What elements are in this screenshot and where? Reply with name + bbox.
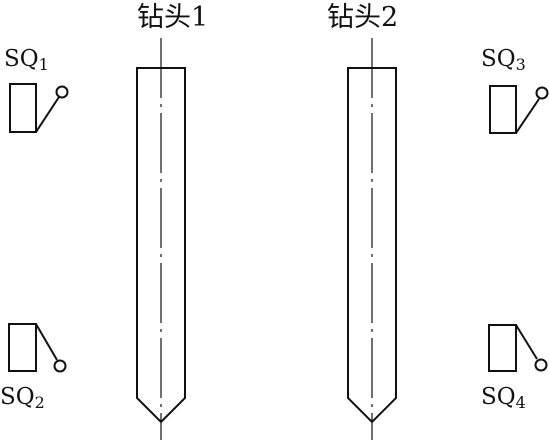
limit-switch-sq3: [489, 85, 549, 134]
limit-switch-sq1-body: [9, 83, 37, 133]
drill-bit-2: [347, 38, 397, 440]
sq2-label-index: 2: [34, 393, 45, 412]
drill-bit-2-body: [347, 67, 397, 424]
limit-switch-sq2-lever: [35, 323, 58, 361]
limit-switch-sq2: [8, 323, 67, 373]
drill-2-label: 钻头2: [327, 2, 399, 33]
drill-1-label: 钻头1: [137, 2, 209, 33]
sq3-label: SQ3: [481, 48, 526, 73]
sq3-label-index: 3: [515, 55, 526, 74]
limit-switch-sq3-body: [489, 85, 517, 134]
limit-switch-sq2-roller: [53, 359, 67, 373]
drill-bit-1: [136, 38, 186, 440]
limit-switch-sq2-body: [8, 323, 37, 372]
sq4-label: SQ4: [481, 386, 526, 411]
limit-switch-sq3-lever: [515, 98, 540, 134]
sq2-label-prefix: SQ: [0, 384, 35, 410]
limit-switch-sq1: [9, 83, 69, 133]
sq1-label-prefix: SQ: [4, 46, 39, 72]
sq4-label-prefix: SQ: [481, 384, 516, 410]
limit-switch-sq4-roller: [534, 358, 548, 372]
sq4-label-index: 4: [515, 393, 526, 412]
limit-switch-sq4-lever: [515, 324, 538, 360]
limit-switch-sq1-roller: [55, 85, 69, 99]
limit-switch-sq4-body: [488, 324, 517, 372]
limit-switch-sq4: [488, 324, 548, 372]
sq1-label-index: 1: [38, 55, 49, 74]
sq3-label-prefix: SQ: [481, 46, 516, 72]
limit-switch-sq1-lever: [35, 96, 60, 133]
sq2-label: SQ2: [0, 386, 45, 411]
limit-switch-sq3-roller: [535, 86, 549, 100]
sq1-label: SQ1: [4, 48, 49, 73]
